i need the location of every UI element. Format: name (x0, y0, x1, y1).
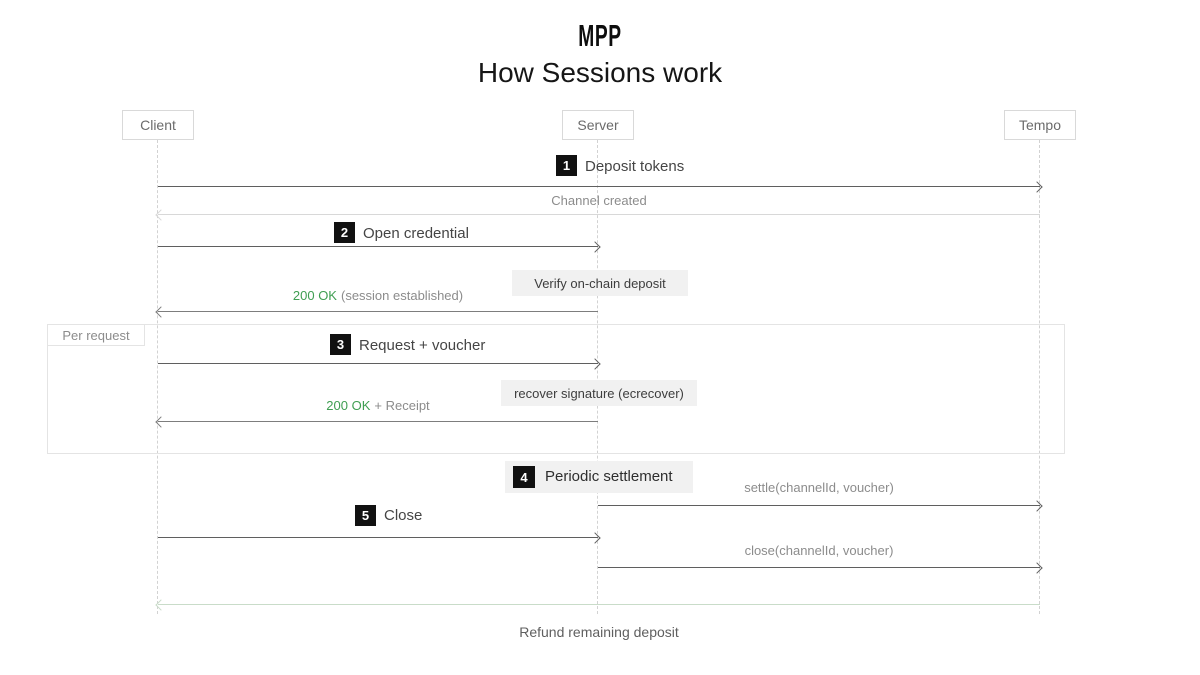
status-200-ok: 200 OK (292, 288, 337, 303)
step-badge-2: 2 (334, 222, 355, 243)
step-badge-3: 3 (330, 334, 351, 355)
status-200-ok-receipt: 200 OK (326, 398, 371, 413)
server-lifeline (597, 140, 598, 614)
actor-tempo: Tempo (1004, 110, 1076, 140)
actor-client: Client (122, 110, 194, 140)
status-200-ok-detail: (session established) (340, 288, 464, 303)
label-channel-created: Channel created (551, 193, 647, 208)
arrow-close-server-to-tempo (598, 567, 1040, 568)
arrow-session-ok-server-to-client (158, 311, 598, 312)
step-badge-5: 5 (355, 505, 376, 526)
step-badge-1: 1 (556, 155, 577, 176)
step-box-periodic-settlement: 4 Periodic settlement (505, 461, 693, 493)
arrow-open-credential-client-to-server (158, 246, 598, 247)
step-label-periodic-settlement: Periodic settlement (545, 468, 673, 485)
self-action-recover-signature: recover signature (ecrecover) (501, 380, 697, 406)
arrow-channel-created-tempo-to-client (158, 214, 1040, 215)
arrow-close-client-to-server (158, 537, 598, 538)
label-session-established: 200 OK(session established) (158, 288, 598, 303)
arrow-settle-server-to-tempo (598, 505, 1040, 506)
step-label-open-credential: Open credential (363, 225, 469, 242)
arrow-deposit-client-to-tempo (158, 186, 1040, 187)
step-label-deposit: Deposit tokens (585, 158, 685, 175)
status-receipt-detail: + Receipt (374, 398, 430, 413)
per-request-frame-label: Per request (47, 324, 145, 346)
tempo-lifeline (1039, 140, 1040, 614)
step-label-close: Close (384, 507, 423, 524)
per-request-frame (47, 324, 1065, 454)
actor-server: Server (562, 110, 634, 140)
page-title: How Sessions work (477, 57, 723, 88)
step-label-request-voucher: Request + voucher (359, 337, 486, 354)
label-refund: Refund remaining deposit (519, 624, 679, 640)
arrow-receipt-server-to-client (158, 421, 598, 422)
mpp-logo: MPP (578, 18, 622, 53)
label-receipt: 200 OK+ Receipt (158, 398, 598, 413)
arrow-request-client-to-server (158, 363, 598, 364)
step-badge-4: 4 (513, 466, 535, 488)
arrow-refund-tempo-to-client (158, 604, 1040, 605)
client-lifeline (157, 140, 158, 614)
label-settle-call: settle(channelId, voucher) (744, 480, 894, 495)
self-action-verify-deposit: Verify on-chain deposit (512, 270, 688, 296)
label-close-call: close(channelId, voucher) (744, 543, 894, 558)
